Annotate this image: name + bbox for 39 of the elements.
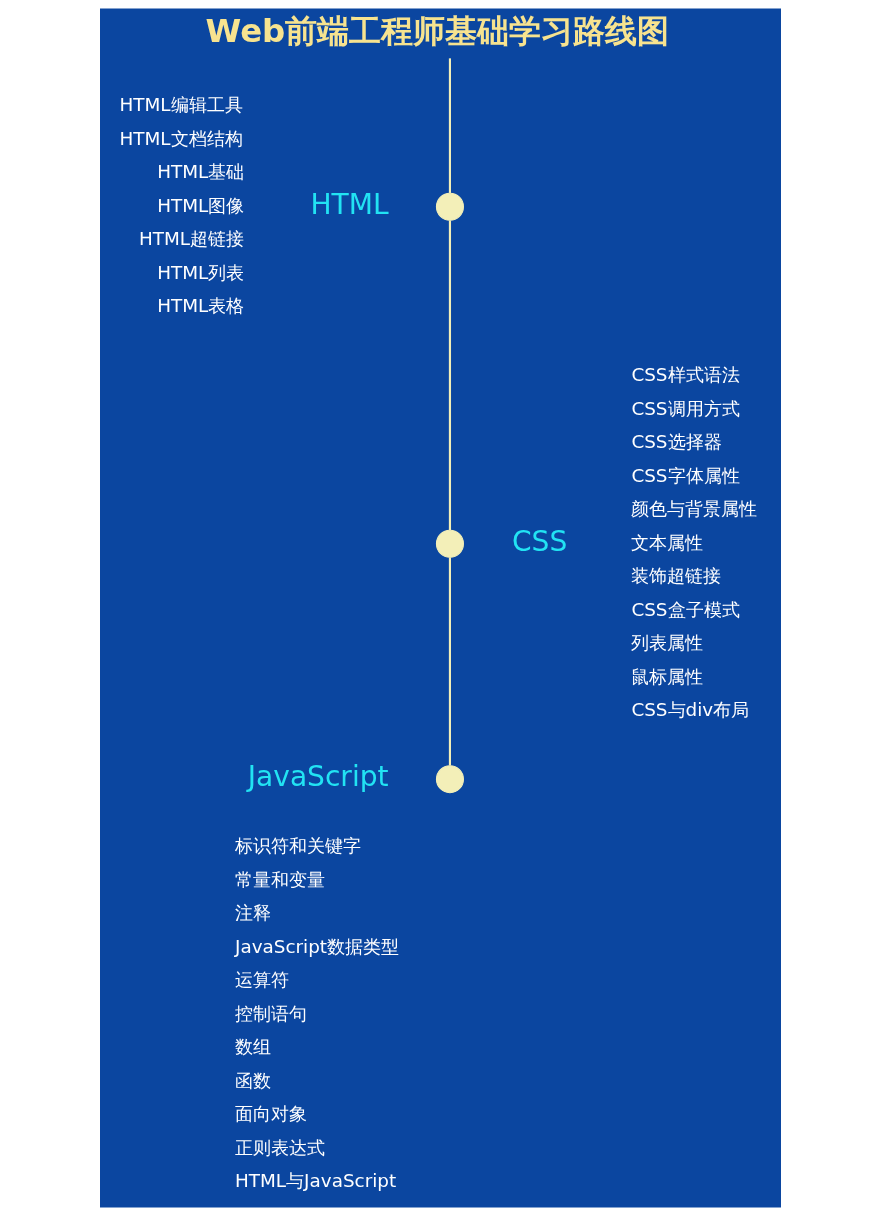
node-label: 运算符 — [234, 969, 289, 991]
node-label: CSS字体属性 — [630, 464, 740, 486]
node-label: CSS — [511, 524, 567, 558]
node-label: JavaScript数据类型 — [234, 935, 399, 957]
node-label: 装饰超链接 — [630, 565, 721, 587]
node-label: 列表属性 — [630, 632, 703, 654]
node-label: 颜色与背景属性 — [630, 498, 757, 520]
node-label: CSS盒子模式 — [630, 598, 740, 620]
connector — [448, 557, 451, 766]
node-label: CSS样式语法 — [630, 364, 740, 386]
node-label: 文本属性 — [630, 531, 703, 553]
node-label: 数组 — [234, 1036, 271, 1058]
node-label: CSS与div布局 — [630, 699, 749, 721]
node-label: HTML与JavaScript — [234, 1170, 396, 1192]
node-label: HTML文档结构 — [118, 127, 243, 149]
connector — [448, 58, 451, 193]
node-label: 标识符和关键字 — [234, 835, 361, 857]
node-circle — [435, 765, 464, 794]
node-circle — [435, 529, 464, 558]
node-label: 常量和变量 — [234, 868, 325, 890]
node-label: 面向对象 — [234, 1103, 307, 1125]
node-label: CSS选择器 — [630, 431, 722, 453]
node-label: CSS调用方式 — [630, 397, 740, 419]
node-label: 控制语句 — [234, 1002, 307, 1024]
node-circle — [435, 192, 464, 221]
node-label: JavaScript — [247, 760, 389, 793]
node-label: HTML编辑工具 — [118, 94, 243, 116]
node-label: HTML表格 — [156, 295, 244, 317]
diagram-title: Web前端工程师基础学习路线图 — [205, 12, 669, 51]
node-label: 鼠标属性 — [630, 665, 703, 687]
node-label: HTML — [309, 187, 389, 221]
node-label: HTML基础 — [156, 161, 244, 183]
node-label: HTML图像 — [156, 194, 244, 216]
node-label: 正则表达式 — [234, 1136, 325, 1158]
node-label: HTML超链接 — [138, 228, 244, 250]
node-label: 函数 — [234, 1069, 271, 1091]
node-label: 注释 — [234, 902, 271, 924]
node-label: HTML列表 — [156, 261, 244, 283]
connector — [448, 220, 451, 530]
